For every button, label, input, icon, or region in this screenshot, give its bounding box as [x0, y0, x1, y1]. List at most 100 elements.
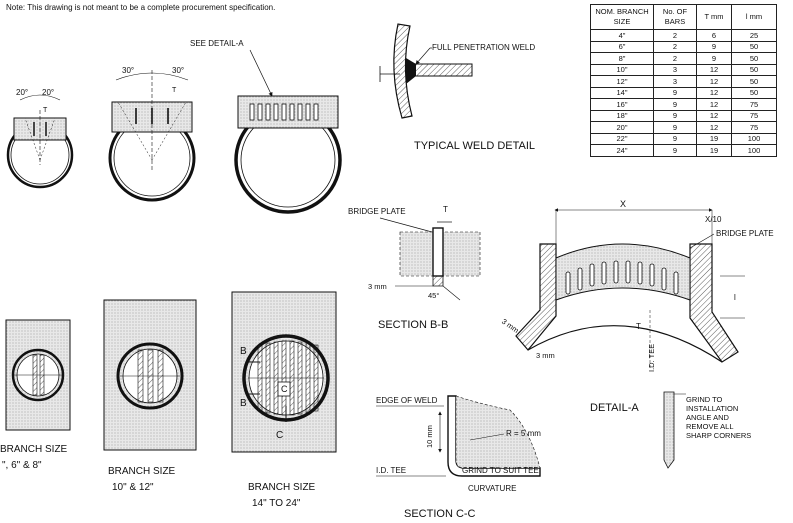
detail-a-title: DETAIL-A [590, 402, 639, 414]
large-branch-elevation: SEE DETAIL-A [190, 39, 342, 214]
table-cell: 9 [696, 52, 732, 65]
detail-bars [565, 260, 679, 295]
table-cell: 9 [696, 40, 732, 53]
section-mark: B [240, 398, 247, 409]
table-cell: 6" [590, 40, 654, 53]
section-cc: EDGE OF WELD 10 mm R = 5 mm I.D. TEE GRI… [376, 395, 541, 520]
table-cell: 3 [653, 75, 697, 88]
grind-note-line: ANGLE AND [686, 413, 730, 422]
angle-label: 20° [16, 88, 28, 97]
table-cell: 20" [590, 121, 654, 134]
radius-label: R = 5 mm [506, 429, 541, 438]
dim-3mm-a: 3 mm [500, 317, 521, 335]
branch-size-label: BRANCH SIZE [108, 466, 176, 477]
table-cell: 50 [731, 86, 777, 99]
table-cell: 100 [731, 144, 777, 157]
small-branch-elevation: 20° 20° T [6, 88, 74, 189]
large-branch-plan: B B C C BRANCH SIZE 14" TO 24" [231, 291, 337, 509]
table-cell: 9 [653, 98, 697, 111]
bar-spec-table: NOM. BRANCH SIZE No. OF BARS T mm l mm 4… [590, 4, 777, 157]
grind-note-line: SHARP CORNERS [686, 431, 751, 440]
table-cell: 50 [731, 75, 777, 88]
x10-label: X/10 [705, 215, 722, 224]
grind-label: CURVATURE [468, 484, 516, 493]
branch-size-label: BRANCH SIZE [248, 482, 316, 493]
table-cell: 12 [696, 109, 732, 122]
table-cell: 2 [653, 29, 697, 42]
table-cell: 25 [731, 29, 777, 42]
grind-note-line: REMOVE ALL [686, 422, 734, 431]
table-cell: 12 [696, 121, 732, 134]
table-cell: 50 [731, 40, 777, 53]
table-cell: 2 [653, 52, 697, 65]
table-cell: 50 [731, 52, 777, 65]
t-label: T [172, 87, 177, 94]
table-cell: 9 [653, 132, 697, 145]
table-cell: 19 [696, 132, 732, 145]
weld-callout: FULL PENETRATION WELD [432, 43, 535, 52]
angle-label: 20° [42, 88, 54, 97]
col-header: NOM. BRANCH SIZE [590, 4, 654, 30]
dim-3mm: 3 mm [368, 282, 387, 291]
table-cell: 2 [653, 40, 697, 53]
branch-size-value: 14" TO 24" [252, 498, 301, 509]
angle-45: 45° [428, 291, 439, 300]
col-header: No. OF BARS [653, 4, 697, 30]
bridge-plate-label: BRIDGE PLATE [348, 207, 406, 216]
branch-size-label: BRANCH SIZE [0, 444, 68, 455]
detail-a: X X/10 BRIDGE PLATE l T 3 mm 3 mm I.D. T… [500, 199, 774, 469]
section-bb: BRIDGE PLATE T 3 mm 45° SECTION B-B [348, 205, 481, 331]
col-header: T mm [696, 4, 732, 30]
small-branch-plan: BRANCH SIZE ", 6" & 8" [0, 319, 71, 471]
dim-10mm: 10 mm [425, 425, 434, 448]
table-cell: 12 [696, 75, 732, 88]
table-cell: 24" [590, 144, 654, 157]
table-cell: 8" [590, 52, 654, 65]
section-cc-title: SECTION C-C [404, 508, 476, 520]
weld-detail-title: TYPICAL WELD DETAIL [414, 140, 535, 152]
col-header: l mm [731, 4, 777, 30]
table-cell: 10" [590, 63, 654, 76]
table-cell: 100 [731, 132, 777, 145]
table-cell: 12" [590, 75, 654, 88]
table-cell: 9 [653, 86, 697, 99]
table-cell: 50 [731, 63, 777, 76]
bridge-plate-label: BRIDGE PLATE [716, 229, 774, 238]
table-cell: 12 [696, 86, 732, 99]
mid-branch-plan: BRANCH SIZE 10" & 12" [103, 299, 197, 493]
table-cell: 14" [590, 86, 654, 99]
table-cell: 75 [731, 109, 777, 122]
mid-branch-elevation: 30° 30° T [108, 66, 196, 202]
table-cell: 9 [653, 109, 697, 122]
table-cell: 12 [696, 63, 732, 76]
branch-size-value: ", 6" & 8" [2, 460, 42, 471]
t-label: T [43, 107, 48, 114]
table-cell: 9 [653, 121, 697, 134]
grind-label: GRIND TO SUIT TEE [462, 466, 539, 475]
table-cell: 6 [696, 29, 732, 42]
t-label: T [636, 322, 641, 331]
id-tee-label: I.D. TEE [647, 344, 656, 372]
drawing-note: Note: This drawing is not meant to be a … [6, 3, 276, 12]
table-cell: 12 [696, 98, 732, 111]
id-tee-label: I.D. TEE [376, 466, 406, 475]
section-bb-title: SECTION B-B [378, 319, 448, 331]
table-cell: 75 [731, 98, 777, 111]
table-cell: 75 [731, 121, 777, 134]
table-cell: 4" [590, 29, 654, 42]
edge-of-weld-label: EDGE OF WELD [376, 396, 438, 405]
section-mark: C [276, 430, 283, 441]
table-cell: 3 [653, 63, 697, 76]
t-label: T [443, 205, 448, 214]
table-cell: 22" [590, 132, 654, 145]
